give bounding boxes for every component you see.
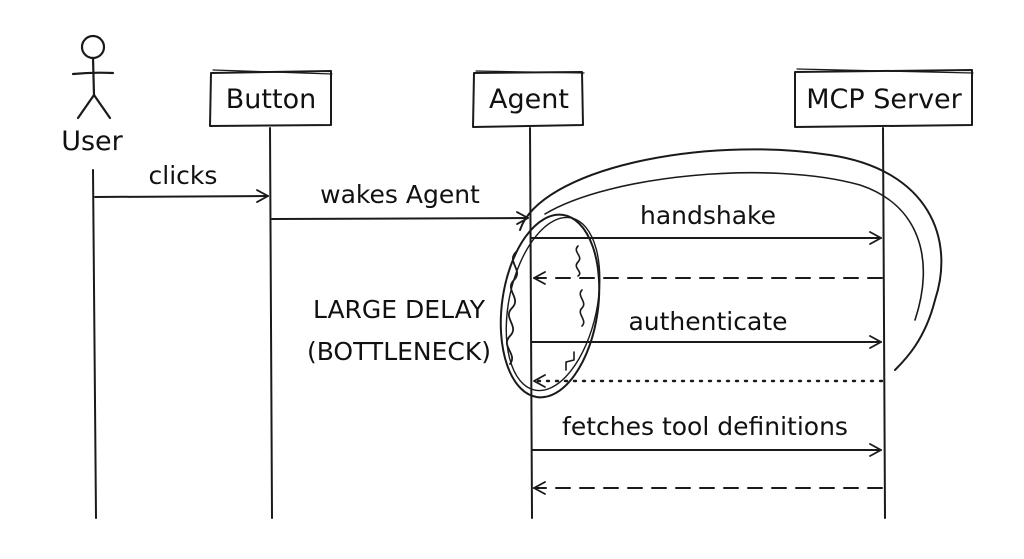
message-wakes-agent: wakes Agent <box>271 180 529 225</box>
delay-annotation-line-1: LARGE DELAY <box>313 295 486 324</box>
delay-squiggle-right-2 <box>579 289 585 327</box>
message-handshake: handshake <box>531 201 882 245</box>
delay-annotation: LARGE DELAY (BOTTLENECK) <box>307 295 491 366</box>
participant-user-label: User <box>61 126 123 157</box>
message-handshake-label: handshake <box>640 201 776 230</box>
participant-button-box: Button <box>209 69 333 127</box>
delay-ellipse <box>499 213 601 399</box>
participant-mcp-server-box: MCP Server <box>794 68 974 128</box>
participant-button-label: Button <box>226 84 316 115</box>
message-fetches-tool-definitions: fetches tool definitions <box>531 412 882 457</box>
message-authenticate: authenticate <box>531 307 882 349</box>
lifeline-mcp-server <box>882 127 886 519</box>
lifeline-user <box>92 169 97 519</box>
delay-annotation-line-2: (BOTTLENECK) <box>307 337 491 366</box>
delay-squiggle-right-1 <box>575 245 581 277</box>
message-authenticate-label: authenticate <box>628 307 787 336</box>
delay-squiggle-left <box>506 251 519 365</box>
delay-loop-large <box>519 148 943 371</box>
delay-loop-large-second-stroke <box>544 171 925 321</box>
delay-squiggle-right-3 <box>565 351 575 371</box>
message-clicks-label: clicks <box>149 161 218 190</box>
message-clicks: clicks <box>94 161 269 203</box>
lifeline-agent <box>529 127 533 519</box>
user-actor-icon <box>71 34 115 120</box>
message-wakes-agent-label: wakes Agent <box>320 180 480 209</box>
participant-mcp-server-label: MCP Server <box>806 84 962 115</box>
delay-ellipse-second-stroke <box>505 216 601 392</box>
participant-agent-label: Agent <box>489 84 569 115</box>
participant-agent-box: Agent <box>472 70 585 128</box>
message-fetches-tool-definitions-label: fetches tool definitions <box>562 412 848 441</box>
lifeline-button <box>269 127 273 519</box>
